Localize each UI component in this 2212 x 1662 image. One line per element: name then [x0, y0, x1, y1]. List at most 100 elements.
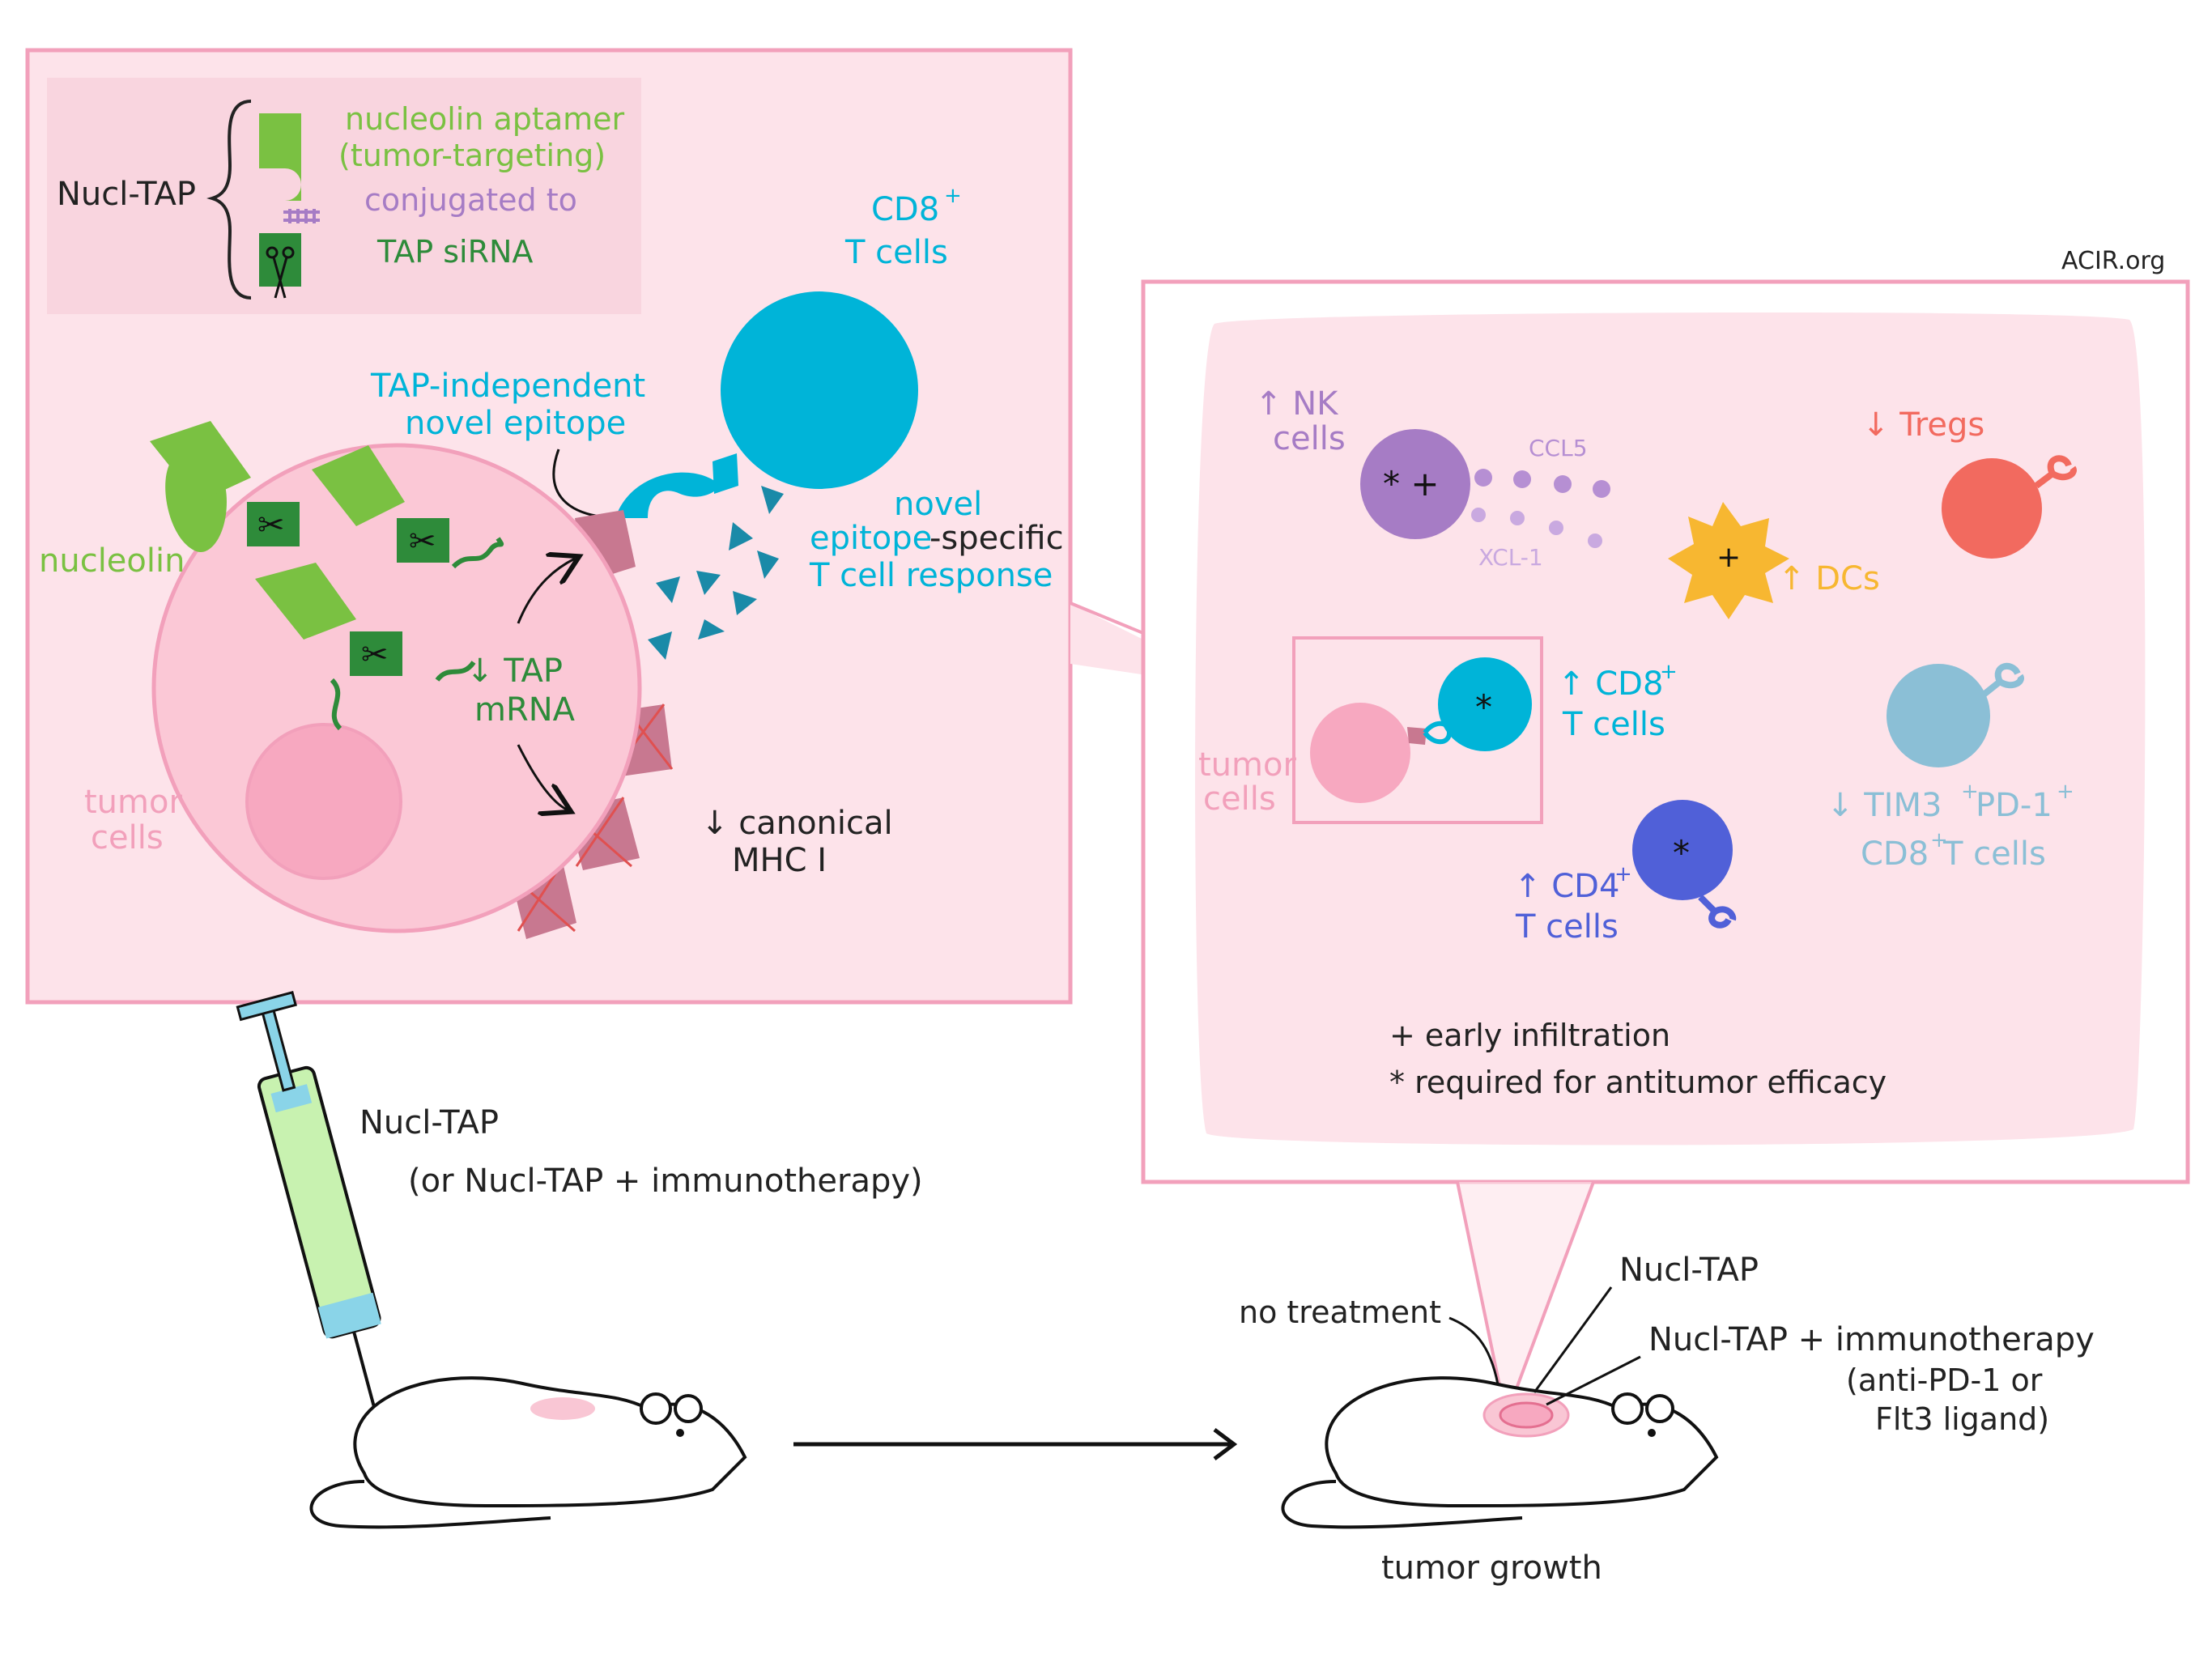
inset-mhc [1407, 727, 1427, 745]
left-cd8-subtitle: T cells [844, 234, 948, 271]
cd8-t-cell: CD8 + T cells [615, 184, 962, 518]
tap-independent-label-1: TAP-independent [370, 368, 645, 405]
cd4-label-1: ↑ CD4 [1514, 868, 1619, 905]
tim3-sup-1: + [1961, 780, 1979, 804]
mouse-treated-icon [1281, 1376, 1719, 1529]
mouse-tail [1281, 1480, 1523, 1529]
construct-legend: Nucl-TAP nucleolin aptamer (tumor-target… [47, 78, 641, 314]
sirna-label: TAP siRNA [376, 234, 533, 270]
syringe-plunger-seal [270, 1084, 313, 1113]
epitope-triangle [656, 576, 680, 603]
mouse-ear [1611, 1392, 1644, 1425]
tap-mrna-label-2: mRNA [474, 691, 576, 729]
tumor-growth-label: tumor growth [1381, 1549, 1602, 1587]
nucl-tap-construct: ✂ [150, 421, 300, 546]
sirna-icon [247, 502, 300, 546]
right-cd8-label-1: ↑ CD8 [1558, 665, 1663, 703]
tap-mrna-label-1: ↓ TAP [466, 652, 563, 690]
aptamer-label-1: nucleolin aptamer [345, 101, 625, 137]
tumor-cd8-inset [1292, 636, 1543, 824]
epitope-triangle [698, 619, 725, 640]
nucleolin-label: nucleolin [39, 542, 185, 580]
syringe-icon [236, 991, 391, 1465]
cd4-label-2: T cells [1515, 908, 1619, 946]
aptamer-icon [150, 421, 251, 502]
ccl5-dot [1474, 469, 1492, 487]
epitope-triangle [729, 522, 753, 550]
combo-label-3: Flt3 ligand) [1875, 1401, 2049, 1437]
right-cd8-superscript: + [1660, 660, 1678, 684]
tim3-label-a: ↓ TIM3 [1827, 787, 1942, 824]
syringe-handle [236, 991, 297, 1022]
ccl5-label: CCL5 [1529, 435, 1588, 461]
combo-pointer [1546, 1355, 1641, 1406]
key-early-infiltration: + early infiltration [1389, 1018, 1670, 1053]
syringe-label-2: (or Nucl-TAP + immunotherapy) [408, 1163, 923, 1200]
left-tumor-label-1: tumor [84, 784, 182, 821]
scissors-icon: ✂ [361, 636, 389, 674]
mouse-untreated-icon [309, 1376, 747, 1529]
upregulation-arrow [517, 559, 575, 624]
watermark: ACIR.org [2061, 247, 2165, 275]
tumor-cell: ✂ ✂ ✂ ↓ TAP mRNA [150, 421, 674, 939]
mouse-eye [1648, 1429, 1656, 1437]
left-cd8-superscript: + [944, 184, 962, 208]
tim3-sup-2: + [2057, 780, 2074, 804]
ccl5-dot [1554, 475, 1572, 493]
tcr-receptor-icon [615, 472, 721, 518]
exhausted-receptor-icon [1981, 663, 2024, 698]
novel-label-3: T cell response [809, 557, 1053, 594]
aptamer-label-2: (tumor-targeting) [338, 138, 606, 173]
cd4-t-cell [1632, 800, 1733, 900]
epitope-triangle [757, 550, 779, 579]
ccl5-dot [1513, 470, 1531, 488]
tumor-nucleus [245, 723, 402, 880]
combo-label-1: Nucl-TAP + immunotherapy [1648, 1321, 2095, 1358]
construct-name-label: Nucl-TAP [57, 176, 196, 213]
tcr-stalk [713, 453, 738, 494]
canonical-label-1: ↓ canonical [701, 805, 893, 842]
xcl1-label: XCL-1 [1478, 544, 1543, 571]
curly-brace-icon [206, 100, 252, 300]
no-treatment-pointer [1448, 1316, 1499, 1385]
exhausted-cd8-cell [1887, 664, 1990, 767]
left-cd8-title: CD8 [871, 191, 939, 228]
syringe-label-1: Nucl-TAP [359, 1104, 499, 1141]
nucl-tap-pointer [1533, 1286, 1613, 1393]
dendritic-cell [1668, 502, 1789, 619]
tumor-callout-line [1504, 1181, 1595, 1418]
conjugated-label: conjugated to [364, 182, 577, 218]
tim3-label-b: PD-1 [1976, 787, 2052, 824]
syringe-tip [317, 1292, 381, 1339]
xcl1-dot [1471, 508, 1486, 522]
right-tumor-label-1: tumor [1198, 746, 1296, 784]
novel-epitope-triangles [648, 486, 784, 660]
aptamer-icon [312, 445, 405, 526]
tim3-sup-3: + [1930, 828, 1948, 852]
inset-cd8-cell [1438, 657, 1532, 751]
mouse-ear [674, 1394, 703, 1423]
mrna-strand [451, 537, 504, 569]
dc-mark: + [1716, 541, 1741, 574]
mouse-tail [309, 1480, 551, 1529]
novel-label-2a: epitope [810, 520, 932, 557]
left-tumor-label-2: cells [91, 819, 164, 857]
nucl-tap-construct: ✂ [312, 445, 504, 569]
aptamer-icon [255, 563, 356, 640]
right-tumor-label-2: cells [1203, 780, 1276, 818]
right-cd8-label-2: T cells [1562, 706, 1665, 743]
nk-label-1: ↑ NK [1255, 385, 1339, 423]
epitope-triangle [648, 631, 672, 660]
tumor-callout-line [1456, 1181, 1508, 1418]
dcs-label: ↑ DCs [1778, 560, 1880, 597]
nk-cell-marks: * + [1383, 464, 1440, 504]
left-panel: Nucl-TAP nucleolin aptamer (tumor-target… [25, 48, 1073, 1005]
treg-cell [1942, 458, 2042, 559]
canonical-label-2: MHC I [732, 842, 827, 879]
ccl5-dot [1593, 480, 1610, 498]
nucl-tap-label: Nucl-TAP [1619, 1252, 1759, 1289]
epitope-triangle [761, 486, 784, 514]
combo-label-2: (anti-PD-1 or [1846, 1362, 2043, 1398]
